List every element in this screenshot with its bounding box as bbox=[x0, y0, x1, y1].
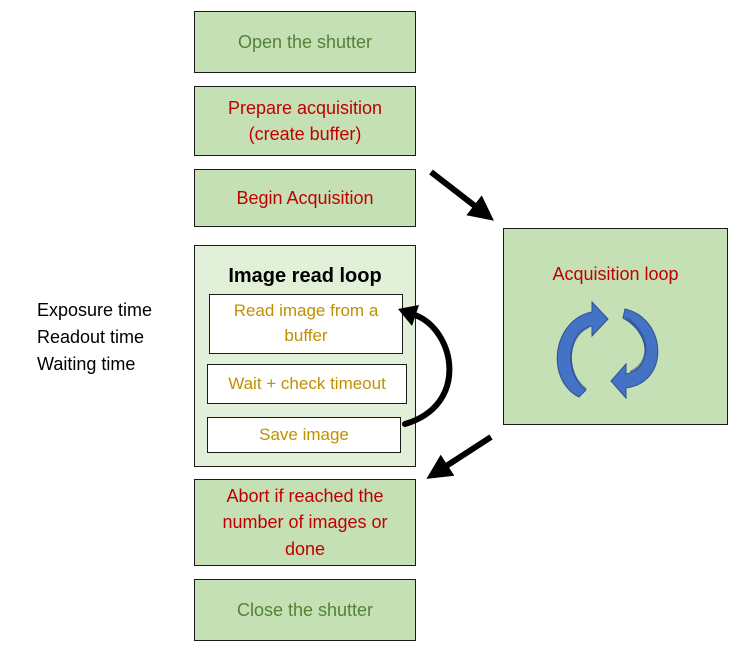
acquisition-loop: Acquisition loop bbox=[503, 228, 728, 425]
wait-timeout-step: Wait + check timeout bbox=[207, 364, 407, 404]
close-shutter-label: Close the shutter bbox=[236, 599, 374, 620]
save-image-label: Save image bbox=[259, 424, 349, 444]
abort-step: Abort if reached the number of images or… bbox=[194, 479, 416, 566]
abort-label-line2: number of images or bbox=[222, 512, 388, 533]
prepare-acquisition-label: Prepare acquisition bbox=[227, 97, 383, 118]
abort-label-line1: Abort if reached the bbox=[226, 486, 384, 507]
save-image-step: Save image bbox=[207, 417, 401, 453]
arrow-to-acquisition-loop bbox=[429, 169, 494, 221]
open-shutter-label: Open the shutter bbox=[237, 31, 373, 52]
timing-labels: Exposure time Readout time Waiting time bbox=[37, 297, 152, 378]
abort-label-line3: done bbox=[284, 538, 326, 559]
begin-acquisition-step: Begin Acquisition bbox=[194, 169, 416, 227]
read-image-sublabel: buffer bbox=[284, 326, 328, 345]
loop-back-arrow bbox=[398, 305, 453, 427]
waiting-time-label: Waiting time bbox=[37, 354, 136, 374]
close-shutter-step: Close the shutter bbox=[194, 579, 416, 641]
read-image-label: Read image from a bbox=[233, 301, 379, 321]
arrow-from-acquisition-loop bbox=[426, 434, 493, 479]
read-image-step: Read image from a buffer bbox=[209, 294, 403, 354]
prepare-acquisition-step: Prepare acquisition (create buffer) bbox=[194, 86, 416, 156]
acquisition-loop-title: Acquisition loop bbox=[552, 264, 679, 284]
open-shutter-step: Open the shutter bbox=[194, 11, 416, 73]
readout-time-label: Readout time bbox=[37, 327, 145, 347]
begin-acquisition-label: Begin Acquisition bbox=[236, 187, 374, 208]
prepare-acquisition-sublabel: (create buffer) bbox=[248, 124, 362, 144]
cycle-arrows-icon bbox=[556, 300, 659, 400]
exposure-time-label: Exposure time bbox=[37, 300, 153, 320]
wait-timeout-label: Wait + check timeout bbox=[228, 373, 386, 393]
image-read-loop: Image read loop Read image from a buffer… bbox=[194, 245, 416, 467]
image-read-loop-title: Image read loop bbox=[228, 265, 382, 287]
